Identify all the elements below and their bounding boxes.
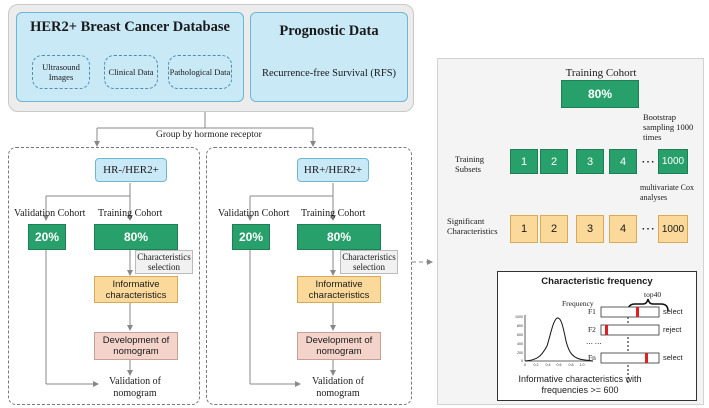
right-training-pct: 80% <box>297 224 381 250</box>
bootstrap-label: Bootstrap sampling 1000 times <box>643 112 694 142</box>
left-validation-cohort-label: Validation Cohort <box>14 208 86 219</box>
rows-ellipsis: ⋯ ⋯ <box>586 340 602 348</box>
right-validation-cohort-label: Validation Cohort <box>218 208 290 219</box>
significant-3: 3 <box>576 215 604 243</box>
right-selection-box: Characteristics selection <box>340 250 398 274</box>
group-label: Group by hormone receptor <box>156 130 262 140</box>
right-training-cohort-label: Training Cohort <box>301 208 366 219</box>
subset-4: 4 <box>609 149 637 174</box>
subset-1: 1 <box>510 149 538 174</box>
right-validation-pct: 20% <box>232 224 270 250</box>
frequency-title: Characteristic frequency <box>541 275 653 287</box>
frequency-figure: 1000 800 600 400 200 0 0 0.2 0.4 0.6 0.8… <box>515 298 669 383</box>
clinical-data-box: Clinical Data <box>104 55 158 89</box>
informative-note: Informative characteristics with frequen… <box>518 374 642 395</box>
right-development-box: Development of nomogram <box>297 332 381 360</box>
right-informative-box: Informative characteristics <box>297 276 381 303</box>
hr-negative-header: HR-/HER2+ <box>95 158 167 182</box>
left-training-pct: 80% <box>94 224 178 250</box>
svg-text:1.0: 1.0 <box>580 363 585 367</box>
row-fn-name: Fn <box>588 353 596 362</box>
subset-1000: 1000 <box>658 149 688 174</box>
row-f1-name: F1 <box>588 307 596 316</box>
row-f2-result: reject <box>663 325 682 334</box>
subset-3: 3 <box>576 149 604 174</box>
row-fn-result: select <box>663 353 683 362</box>
svg-text:600: 600 <box>517 333 523 337</box>
hr-negative-group <box>8 147 200 405</box>
prognostic-description: Recurrence-free Survival (RFS) <box>261 67 397 79</box>
prognostic-box <box>250 12 408 102</box>
hr-positive-group <box>206 147 412 405</box>
svg-text:0.4: 0.4 <box>546 363 551 367</box>
svg-text:1000: 1000 <box>515 315 523 319</box>
svg-text:0.8: 0.8 <box>569 363 574 367</box>
ultrasound-images-box: Ultrasound Images <box>32 55 90 89</box>
subset-ellipsis: ⋯ <box>641 154 655 170</box>
subset-2: 2 <box>540 149 568 174</box>
left-validation-nomogram: Validation of nomogram <box>109 376 161 399</box>
svg-text:0: 0 <box>524 363 526 367</box>
significant-1000: 1000 <box>658 215 688 243</box>
svg-text:0: 0 <box>521 359 523 363</box>
left-validation-pct: 20% <box>28 224 66 250</box>
left-selection-box: Characteristics selection <box>135 250 193 274</box>
left-informative-box: Informative characteristics <box>94 276 178 303</box>
row-f1-result: select <box>663 307 683 316</box>
training-subsets-label: Training Subsets <box>455 154 484 174</box>
panel-training-cohort-label: Training Cohort <box>565 67 637 79</box>
left-training-cohort-label: Training Cohort <box>98 208 163 219</box>
database-box <box>16 12 244 102</box>
frequency-axis-label: Frequency <box>562 299 594 308</box>
frequency-box <box>497 271 697 401</box>
database-title: HER2+ Breast Cancer Database <box>30 18 230 35</box>
significant-1: 1 <box>510 215 538 243</box>
svg-text:400: 400 <box>517 342 523 346</box>
multivariate-label: multivariate Cox analyses <box>640 183 694 202</box>
hr-positive-header: HR+/HER2+ <box>297 158 369 182</box>
significant-2: 2 <box>540 215 568 243</box>
significant-ellipsis: ⋯ <box>641 221 655 237</box>
pathological-data-box: Pathological Data <box>168 55 232 89</box>
significant-4: 4 <box>609 215 637 243</box>
panel-training-pct: 80% <box>561 80 639 108</box>
prognostic-title: Prognostic Data <box>279 22 379 39</box>
left-development-box: Development of nomogram <box>94 332 178 360</box>
right-validation-nomogram: Validation of nomogram <box>312 376 364 399</box>
svg-text:200: 200 <box>517 351 523 355</box>
svg-text:0.6: 0.6 <box>557 363 562 367</box>
svg-text:0.2: 0.2 <box>534 363 539 367</box>
top40-label: top40 <box>644 290 662 299</box>
row-f2-name: F2 <box>588 325 596 334</box>
svg-text:800: 800 <box>517 324 523 328</box>
significant-label: Significant Characteristics <box>447 216 498 236</box>
